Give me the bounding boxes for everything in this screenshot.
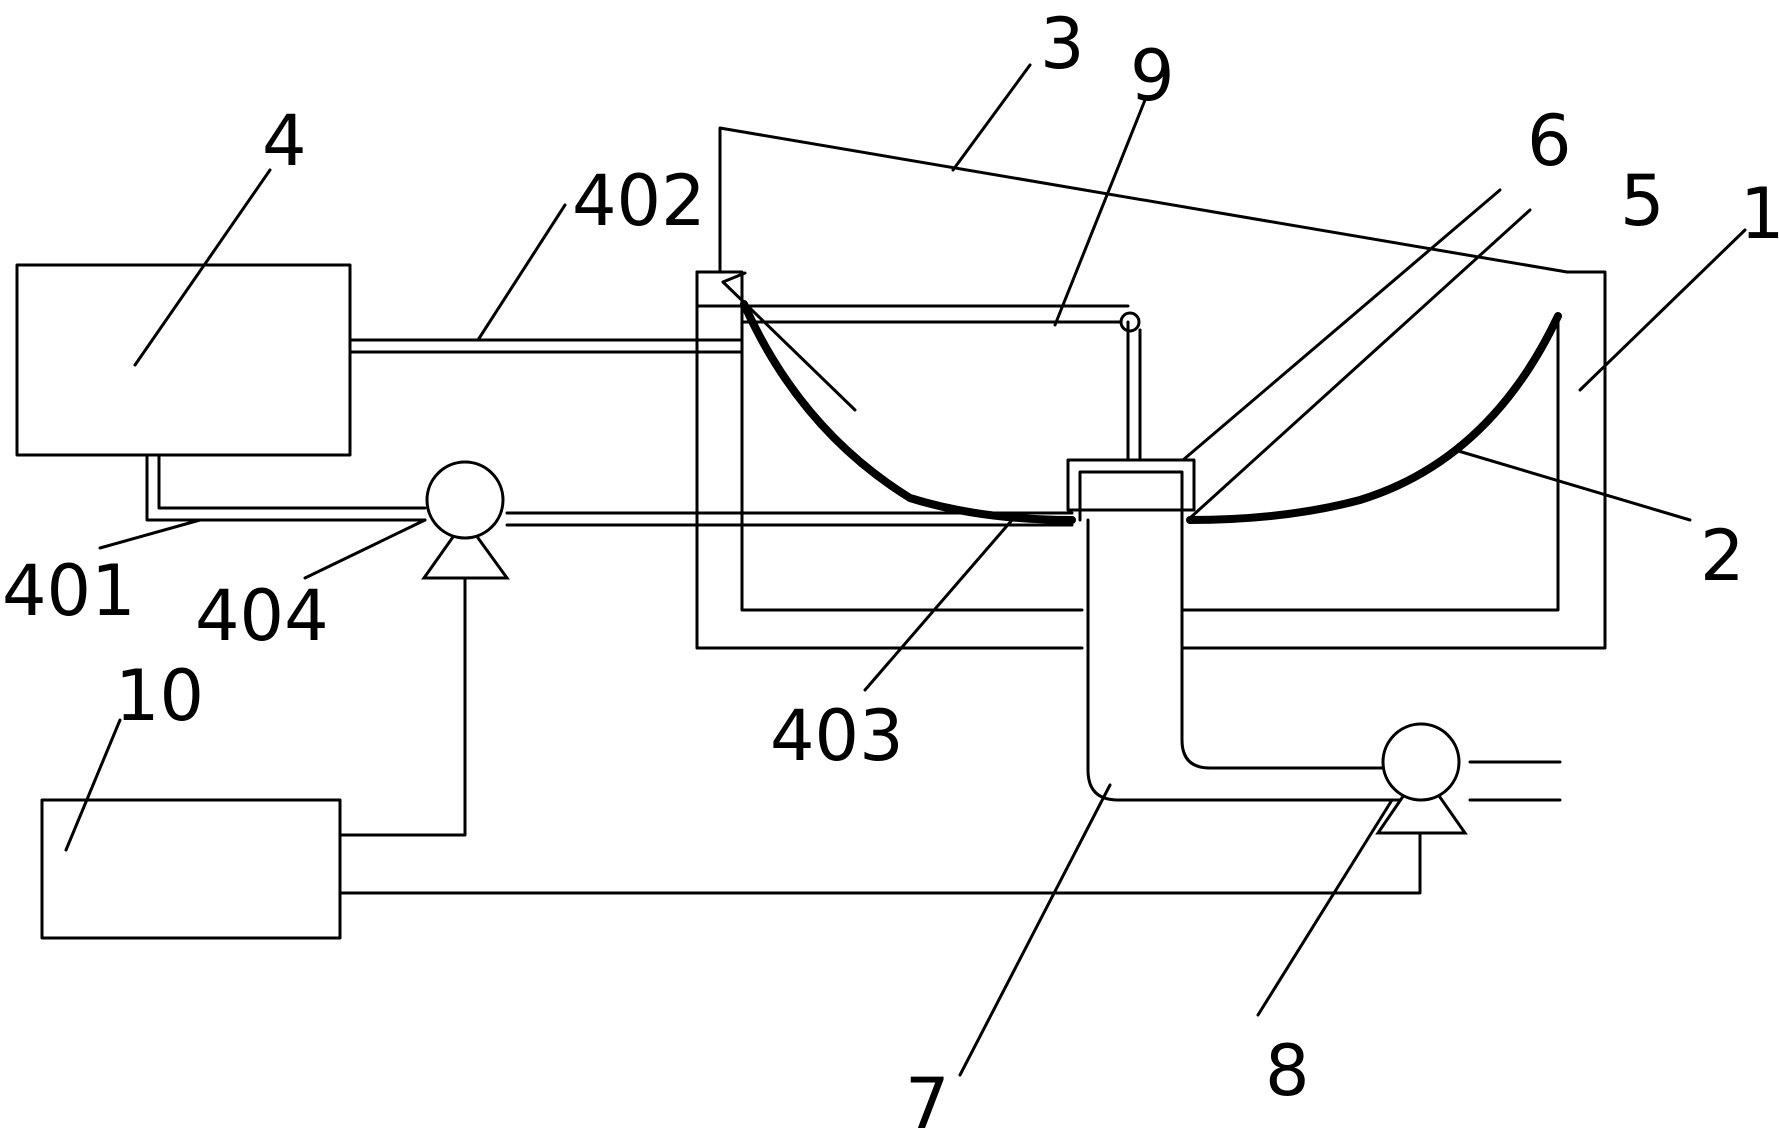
pipe-401 [145, 453, 427, 522]
rod-9 [740, 304, 1142, 462]
label-2: 2 [1700, 515, 1745, 597]
label-403: 403 [770, 695, 904, 777]
tank-1-inner [740, 304, 1560, 612]
label-7: 7 [905, 1063, 950, 1131]
outlet-pipe-7-inner [1180, 518, 1390, 770]
pump-404 [421, 460, 510, 580]
label-10: 10 [115, 655, 204, 737]
label-6: 6 [1527, 100, 1572, 182]
label-5: 5 [1620, 160, 1665, 242]
label-402: 402 [572, 160, 706, 242]
label-4: 4 [262, 100, 307, 182]
pump-8 [1375, 722, 1468, 835]
unit-4-box [15, 263, 352, 457]
label-3: 3 [1040, 3, 1085, 85]
label-404: 404 [195, 575, 329, 657]
cover-3 [718, 126, 1569, 274]
tank-1-outer [695, 270, 1607, 650]
label-9: 9 [1130, 35, 1175, 117]
label-8: 8 [1265, 1030, 1310, 1112]
cap-6 [1066, 458, 1196, 522]
dish-2-right [1186, 312, 1562, 524]
discharge-lines [1468, 760, 1562, 802]
leader-lines [64, 63, 1747, 1077]
outlet-pipe-7 [1086, 518, 1402, 802]
deflector-tick [721, 271, 747, 284]
control-line-8 [338, 831, 1422, 895]
label-401: 401 [2, 550, 136, 632]
label-1: 1 [1740, 173, 1779, 255]
unit-10-box [40, 798, 342, 940]
control-line-404 [338, 576, 467, 837]
dish-2-left [740, 300, 1076, 524]
deflector-left [721, 280, 857, 412]
pipe-402 [348, 338, 744, 354]
